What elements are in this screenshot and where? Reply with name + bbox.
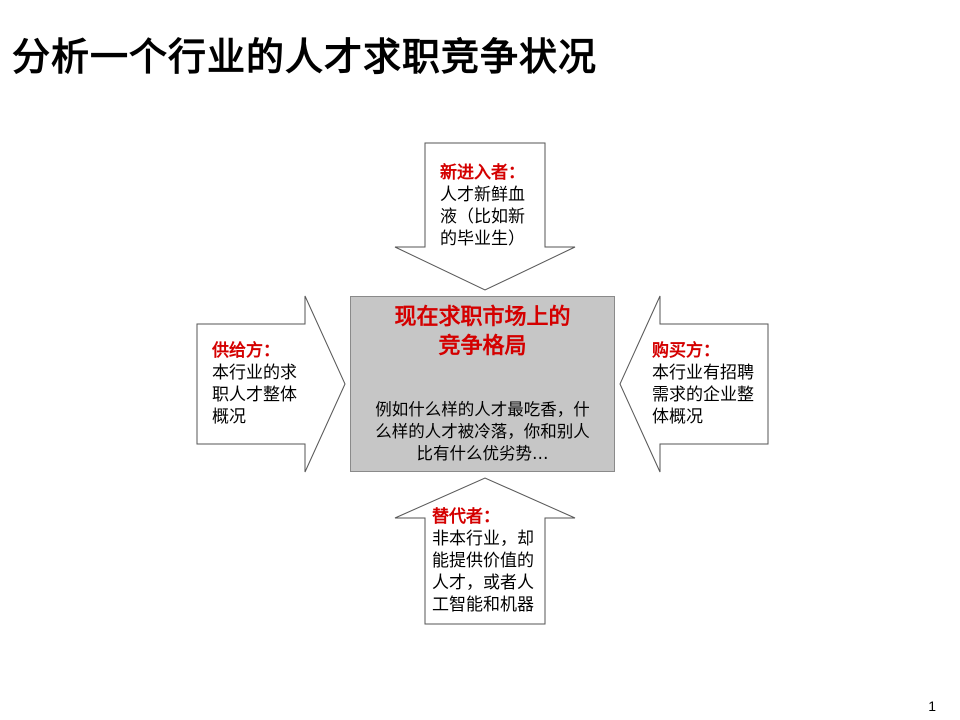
substitutes-heading: 替代者：: [432, 507, 500, 527]
center-body-line: 例如什么样的人才最吃香，什: [375, 400, 590, 419]
new-entrants-line: 人才新鲜血: [440, 185, 525, 205]
center-title-line: 现在求职市场上的: [394, 305, 571, 330]
page-number: 1: [928, 698, 936, 714]
page-title: 分析一个行业的人才求职竞争状况: [12, 35, 598, 79]
arrow-new-entrants: [394, 142, 576, 291]
competition-center-box: 现在求职市场上的 竞争格局 例如什么样的人才最吃香，什 么样的人才被冷落，你和别…: [350, 296, 615, 472]
suppliers-heading: 供给方：: [212, 341, 280, 361]
substitutes-line: 能提供价值的: [432, 551, 534, 571]
center-body: 例如什么样的人才最吃香，什 么样的人才被冷落，你和别人 比有什么优劣势…: [351, 399, 614, 465]
buyers-line: 体概况: [652, 407, 703, 427]
substitutes-text: 替代者： 非本行业，却 能提供价值的 人才，或者人 工智能和机器: [432, 506, 534, 616]
suppliers-text: 供给方： 本行业的求 职人才整体 概况: [212, 340, 297, 428]
buyers-heading: 购买方：: [652, 341, 720, 361]
new-entrants-text: 新进入者： 人才新鲜血 液（比如新 的毕业生）: [440, 162, 525, 250]
suppliers-line: 概况: [212, 407, 246, 427]
arrow-substitutes: [394, 477, 576, 625]
center-title-line: 竞争格局: [438, 334, 527, 359]
center-title: 现在求职市场上的 竞争格局: [351, 303, 614, 361]
arrow-suppliers: [196, 295, 346, 473]
center-body-line: 么样的人才被冷落，你和别人: [375, 422, 590, 441]
substitutes-line: 非本行业，却: [432, 529, 534, 549]
arrow-buyers: [619, 295, 769, 473]
suppliers-line: 职人才整体: [212, 385, 297, 405]
new-entrants-line: 的毕业生）: [440, 229, 525, 249]
center-body-line: 比有什么优劣势…: [416, 444, 549, 463]
substitutes-line: 人才，或者人: [432, 573, 534, 593]
substitutes-line: 工智能和机器: [432, 595, 534, 615]
suppliers-line: 本行业的求: [212, 363, 297, 383]
buyers-text: 购买方： 本行业有招聘 需求的企业整 体概况: [652, 340, 754, 428]
new-entrants-line: 液（比如新: [440, 207, 525, 227]
buyers-line: 本行业有招聘: [652, 363, 754, 383]
buyers-line: 需求的企业整: [652, 385, 754, 405]
new-entrants-heading: 新进入者：: [440, 163, 525, 183]
